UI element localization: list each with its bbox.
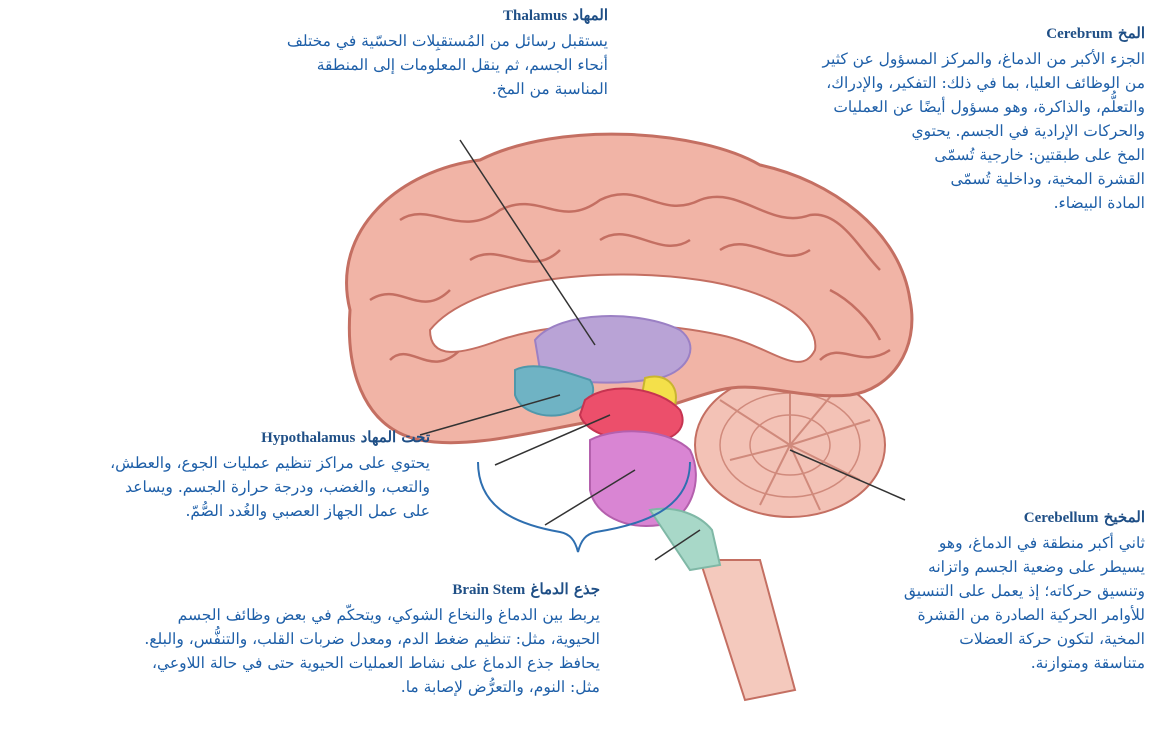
label-thalamus: المهاد Thalamus يستقبل رسائل من المُستقب… [298,6,608,101]
cerebrum-title: المخ Cerebrum [660,24,1145,43]
cerebellum-title-en: Cerebellum [1024,510,1099,526]
brainstem-description: يربط بين الدماغ والنخاع الشوكي، ويتحكّم … [8,603,600,699]
cerebellum-line: متناسقة ومتوازنة. [830,651,1145,675]
cerebrum-line: والحركات الإرادية في الجسم. يحتوي [660,119,1145,143]
thalamus-line: يستقبل رسائل من المُستقبِلات الحسّية في … [298,29,608,53]
cerebrum-line: الجزء الأكبر من الدماغ، والمركز المسؤول … [660,47,1145,71]
label-brainstem: جذع الدماغ Brain Stem يربط بين الدماغ وا… [8,580,600,699]
hypothalamus-title: تحت المهاد Hypothalamus [5,428,430,447]
brainstem-title: جذع الدماغ Brain Stem [8,580,600,599]
cerebrum-line: المخ على طبقتين: خارجية تُسمّى [660,143,1145,167]
hypothalamus-description: يحتوي على مراكز تنظيم عمليات الجوع، والع… [5,451,430,523]
cerebrum-line: المادة البيضاء. [660,191,1145,215]
cerebellum-description: ثاني أكبر منطقة في الدماغ، وهو يسيطر على… [830,531,1145,675]
brainstem-title-ar: جذع الدماغ [531,580,601,598]
hypothalamus-line: على عمل الجهاز العصبي والغُدد الصُّمّ. [5,499,430,523]
hypothalamus-line: والتعب، والغضب، ودرجة حرارة الجسم. ويساع… [5,475,430,499]
cerebrum-line: من الوظائف العليا، بما في ذلك: التفكير، … [660,71,1145,95]
cerebrum-title-en: Cerebrum [1046,26,1112,42]
thalamus-title-en: Thalamus [503,8,567,24]
thalamus-line: المناسبة من المخ. [298,77,608,101]
cerebrum-line: القشرة المخية، وداخلية تُسمّى [660,167,1145,191]
cerebellum-line: وتنسيق حركاته؛ إذ يعمل على التنسيق [830,579,1145,603]
hypothalamus-title-en: Hypothalamus [261,430,355,446]
thalamus-title-ar: المهاد [572,6,608,24]
spinal-cord [700,560,795,700]
cerebrum-line: والتعلُّم، والذاكرة، وهو مسؤول أيضًا عن … [660,95,1145,119]
brainstem-line: يحافظ جذع الدماغ على نشاط العمليات الحيو… [8,651,600,675]
brainstem-line: الحيوية، مثل: تنظيم ضغط الدم، ومعدل ضربا… [8,627,600,651]
hypothalamus-title-ar: تحت المهاد [361,428,430,446]
brainstem-line: يربط بين الدماغ والنخاع الشوكي، ويتحكّم … [8,603,600,627]
brainstem-line: مثل: النوم، والتعرُّض لإصابة ما. [8,675,600,699]
cerebrum-description: الجزء الأكبر من الدماغ، والمركز المسؤول … [660,47,1145,215]
label-cerebrum: المخ Cerebrum الجزء الأكبر من الدماغ، وا… [660,24,1145,215]
cerebellum-line: المخية، لتكون حركة العضلات [830,627,1145,651]
thalamus-title: المهاد Thalamus [298,6,608,25]
hypothalamus-line: يحتوي على مراكز تنظيم عمليات الجوع، والع… [5,451,430,475]
label-hypothalamus: تحت المهاد Hypothalamus يحتوي على مراكز … [5,428,430,523]
label-cerebellum: المخيخ Cerebellum ثاني أكبر منطقة في الد… [830,508,1145,675]
cerebellum-line: ثاني أكبر منطقة في الدماغ، وهو [830,531,1145,555]
cerebellum-line: يسيطر على وضعية الجسم واتزانه [830,555,1145,579]
thalamus-description: يستقبل رسائل من المُستقبِلات الحسّية في … [298,29,608,101]
cerebellum-title-ar: المخيخ [1104,508,1145,526]
cerebrum-title-ar: المخ [1118,24,1145,42]
thalamus-line: أنحاء الجسم، ثم ينقل المعلومات إلى المنط… [298,53,608,77]
cerebellum-title: المخيخ Cerebellum [830,508,1145,527]
brainstem-title-en: Brain Stem [452,582,525,598]
cerebellum-line: للأوامر الحركية الصادرة من القشرة [830,603,1145,627]
